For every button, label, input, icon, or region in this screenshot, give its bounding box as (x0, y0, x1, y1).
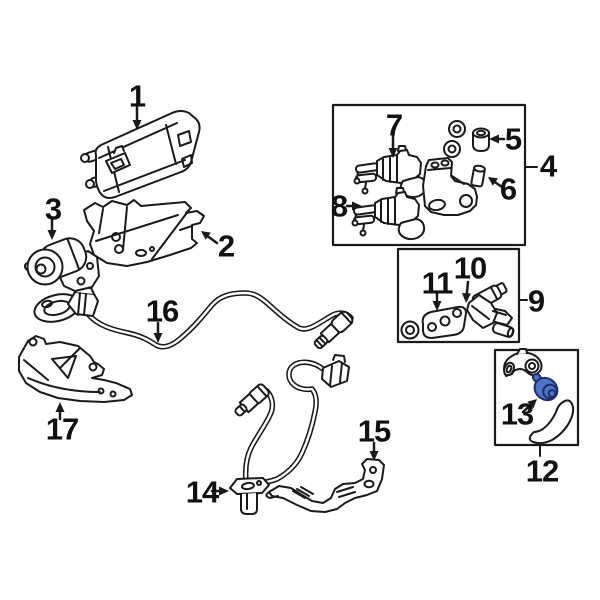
arrow-to-part-10 (465, 280, 470, 296)
oxygen-sensor-16-drawing (33, 286, 354, 350)
leader-lines (518, 166, 541, 457)
arrow-to-part-13 (521, 404, 531, 414)
oxygen-sensor-16-cable (85, 290, 354, 350)
bracket-2-drawing (83, 199, 205, 267)
part-label-8[interactable]: 8 (330, 188, 348, 224)
elbow-fitting-drawing (503, 348, 543, 377)
part-label-16[interactable]: 16 (145, 293, 179, 329)
heat-shield-17-drawing (18, 335, 133, 403)
valve-10-drawing (466, 282, 515, 338)
part-label-12[interactable]: 12 (525, 453, 559, 489)
part-label-13[interactable]: 13 (500, 396, 534, 432)
part-label-7[interactable]: 7 (385, 107, 403, 143)
part-label-3[interactable]: 3 (44, 191, 62, 227)
bushing-5-drawing (472, 127, 490, 152)
pump-3-drawing (23, 237, 100, 292)
part-label-10[interactable]: 10 (453, 250, 487, 286)
sensor-clip-14-drawing (229, 477, 270, 515)
part-label-11[interactable]: 11 (421, 265, 454, 301)
oxygen-sensor-14-cables (242, 359, 326, 486)
hose-12-drawing (528, 399, 575, 445)
valve-7-drawing (353, 145, 428, 199)
part-label-2[interactable]: 2 (217, 228, 235, 264)
group-box-12 (493, 348, 580, 447)
arrow-to-part-2 (206, 235, 219, 245)
gasket-11-drawing (421, 305, 467, 339)
callout-arrowheads (47, 120, 537, 496)
grommet-in-box9-drawing (400, 320, 420, 340)
arrow-to-part-6 (492, 180, 504, 189)
part-label-5[interactable]: 5 (504, 121, 522, 157)
part-label-15[interactable]: 15 (357, 413, 391, 449)
spacer-6-drawing (470, 164, 486, 188)
bracket-15-drawing (265, 458, 385, 513)
canister-1-drawing (80, 110, 201, 199)
part-label-1[interactable]: 1 (128, 78, 146, 114)
part-label-6[interactable]: 6 (499, 171, 517, 207)
part-label-4[interactable]: 4 (539, 148, 557, 184)
group-box-4 (331, 103, 527, 247)
group-box-9 (396, 247, 521, 344)
bracket-in-box4-drawing (422, 157, 478, 216)
part-label-14[interactable]: 14 (185, 474, 219, 510)
part-label-9[interactable]: 9 (527, 283, 545, 319)
oxygen-sensor-14-drawing (234, 354, 350, 417)
part-13-plug-drawing (531, 373, 559, 402)
part-label-17[interactable]: 17 (45, 411, 79, 447)
grommet-rings-drawing (443, 120, 466, 158)
